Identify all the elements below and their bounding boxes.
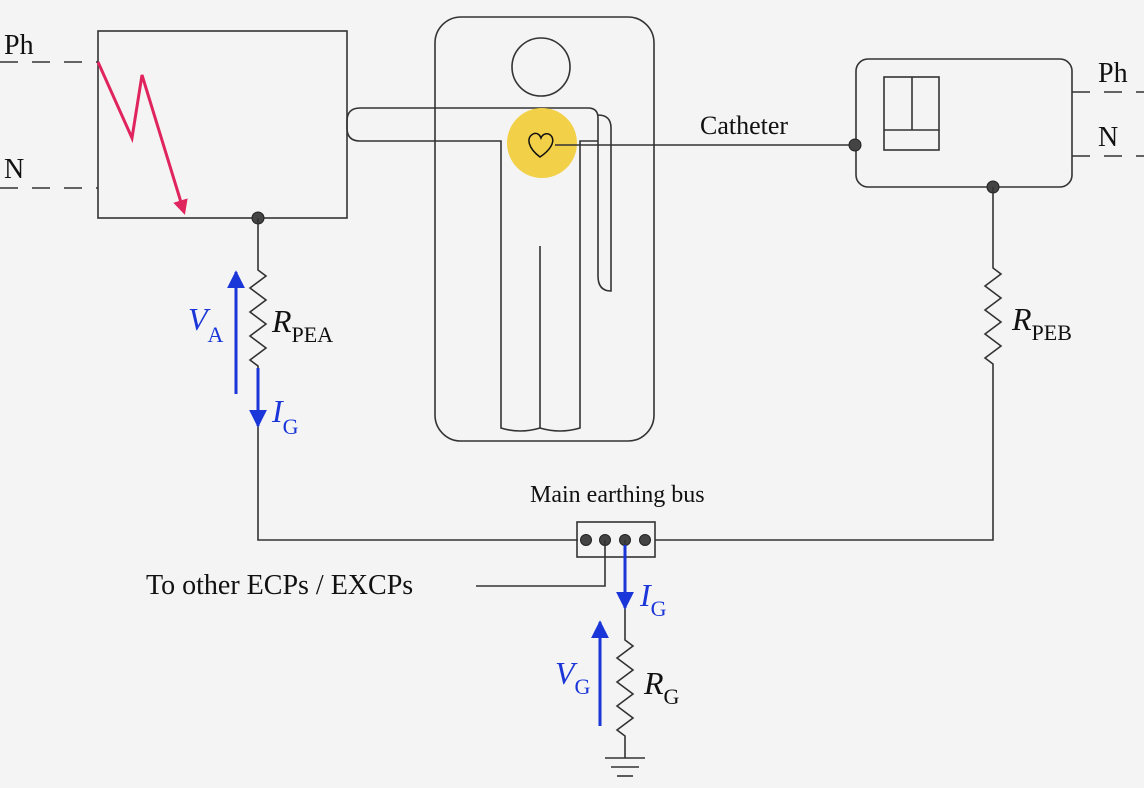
patient-figure-icon	[346, 16, 655, 442]
catheter-node	[848, 138, 862, 152]
rpeb-symbol: RPEB	[1011, 301, 1072, 345]
earthing-bus-box	[576, 521, 656, 558]
rpea-symbol: RPEA	[271, 303, 333, 347]
heart-icon	[528, 132, 554, 158]
ig-symbol-pe: IG	[271, 393, 299, 439]
pe-conductor-a	[248, 218, 578, 541]
patient-head	[511, 37, 571, 97]
equipment-b-box	[855, 58, 1073, 188]
fault-lightning-icon	[96, 61, 188, 215]
left-phase-label: Ph	[4, 30, 34, 61]
equipment-a	[0, 30, 348, 225]
to-other-ecps-label: To other ECPs / EXCPs	[146, 570, 413, 601]
other-ecp-line	[476, 540, 606, 587]
rg-symbol: RG	[643, 665, 680, 709]
left-neutral-label: N	[4, 154, 24, 185]
main-earthing-bus	[576, 521, 656, 558]
pe-conductor-b	[655, 187, 1003, 541]
vg-symbol: VG	[555, 655, 591, 699]
earth-ground-icon	[605, 757, 645, 777]
bus-terminal-4	[639, 534, 651, 546]
main-earthing-bus-label: Main earthing bus	[530, 482, 705, 508]
ig-symbol-ground: IG	[639, 577, 667, 621]
bus-terminal-1	[580, 534, 592, 546]
va-symbol: VA	[188, 301, 224, 347]
ground-conductor	[615, 540, 635, 758]
heart-highlight	[507, 108, 577, 178]
bed-outline	[434, 16, 655, 442]
right-neutral-label: N	[1098, 122, 1118, 153]
right-phase-label: Ph	[1098, 58, 1128, 89]
patient-body	[346, 107, 612, 432]
catheter-label: Catheter	[700, 111, 788, 140]
